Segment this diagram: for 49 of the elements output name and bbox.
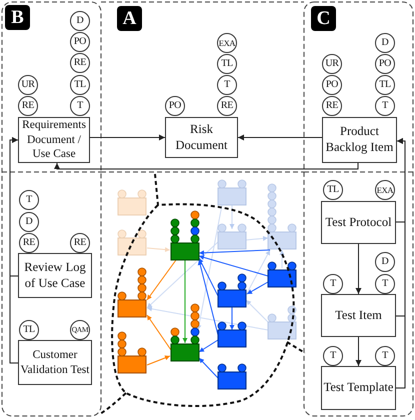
role-circle: T [323, 274, 343, 294]
role-circle: UR [18, 75, 38, 95]
document-box: Review Log of Use Case [18, 253, 92, 298]
document-box: Test Item [321, 294, 396, 337]
arrow [10, 137, 18, 364]
role-circle: D [70, 11, 90, 31]
role-circle: TL [19, 320, 39, 340]
role-circle: T [323, 346, 343, 366]
role-circle: TL [375, 75, 395, 95]
role-circle: RE [217, 96, 237, 116]
arrow [238, 134, 322, 140]
document-box: Test Template [321, 366, 396, 410]
panel-badge: C [311, 6, 336, 31]
document-box: Product Backlog Item [322, 117, 397, 163]
role-circle: PO [165, 96, 185, 116]
role-circle: PO [70, 32, 90, 52]
document-box: Requirements Document / Use Case [18, 117, 90, 163]
role-circle: TL [323, 180, 343, 200]
role-circle: RE [70, 53, 90, 73]
role-circle: T [70, 96, 90, 116]
arrow [90, 134, 166, 140]
panel-badge: B [5, 5, 30, 30]
role-circle: PO [375, 54, 395, 74]
panel-badge: A [117, 6, 142, 31]
role-circle: T [19, 190, 39, 210]
role-circle: RE [70, 233, 90, 253]
role-circle: RE [322, 96, 342, 116]
role-circle: UR [322, 54, 342, 74]
arrow [356, 336, 362, 366]
role-circle: T [375, 96, 395, 116]
role-circle: RE [19, 233, 39, 253]
document-box: Customer Validation Test [18, 340, 92, 385]
document-box: Risk Document [165, 117, 238, 158]
role-circle: T [375, 346, 395, 366]
role-circle: T [375, 274, 395, 294]
role-circle: EXA [217, 33, 237, 53]
role-circle: TL [217, 54, 237, 74]
role-circle: TL [70, 75, 90, 95]
role-circle: D [375, 33, 395, 53]
role-circle: D [375, 252, 395, 272]
arrow [54, 162, 358, 170]
arrow [356, 244, 362, 294]
document-box: Test Protocol [321, 201, 396, 244]
role-circle: T [217, 75, 237, 95]
role-circle: EXA [375, 180, 395, 200]
arrow [396, 138, 406, 388]
role-circle: PO [322, 75, 342, 95]
role-circle: RE [18, 96, 38, 116]
role-circle: D [19, 212, 39, 232]
